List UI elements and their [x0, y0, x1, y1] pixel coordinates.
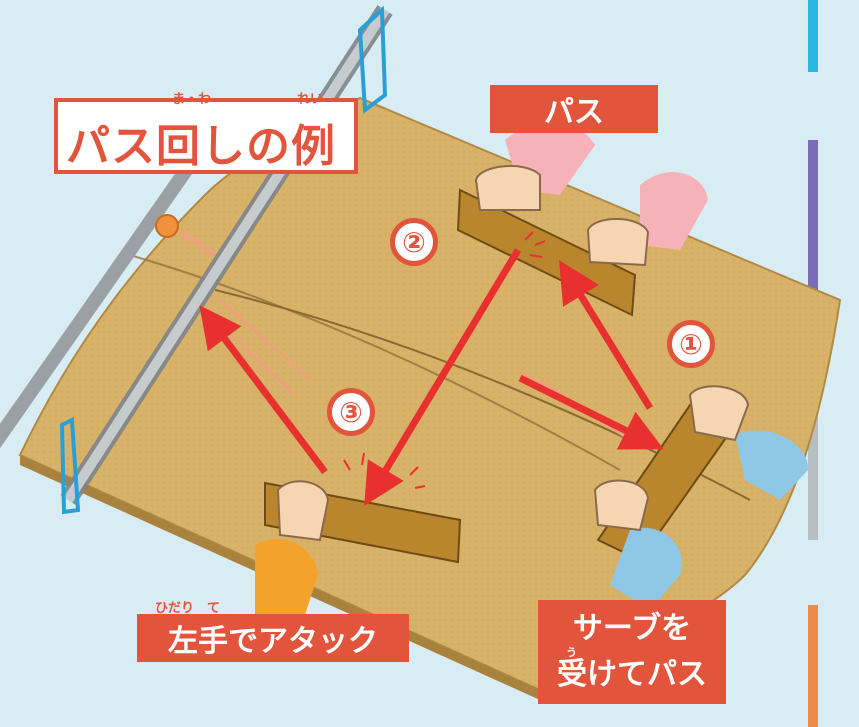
step-1-circle: ①: [667, 320, 715, 368]
serve-label-line1: サーブを: [572, 611, 692, 646]
step-2-circle: ②: [390, 218, 438, 266]
impact-marks: [343, 231, 546, 489]
pass-arrows: [199, 248, 664, 507]
left-hand-ruby: ひだり て: [155, 601, 221, 616]
arrow-attack: [199, 305, 328, 475]
arrow-serve-receive: [518, 374, 664, 450]
side-bar-cyan: [808, 0, 818, 72]
title-ruby-rei: れい: [297, 92, 324, 107]
page-title: パス回しの例: [66, 121, 336, 172]
side-bar-purple: [808, 140, 818, 370]
title-ruby-mawa: ま・わ: [172, 92, 212, 107]
side-bar-gray: [808, 390, 818, 540]
serve-receive-label: サーブを 受けてパス: [538, 600, 726, 704]
hands: [276, 164, 750, 542]
pass-label: パス: [490, 85, 658, 133]
left-attack-label: 左手でアタック: [137, 614, 409, 662]
serve-ruby: う: [566, 646, 577, 659]
arrow-pass-up: [558, 260, 653, 410]
ball: [155, 214, 179, 238]
step-3-circle: ③: [327, 388, 375, 436]
arrow-pass-down: [364, 248, 522, 507]
serve-label-line2: 受けてパス: [557, 657, 707, 692]
title-box: パス回しの例: [54, 98, 358, 174]
side-bar-orange: [808, 605, 818, 727]
net: [0, 5, 393, 515]
